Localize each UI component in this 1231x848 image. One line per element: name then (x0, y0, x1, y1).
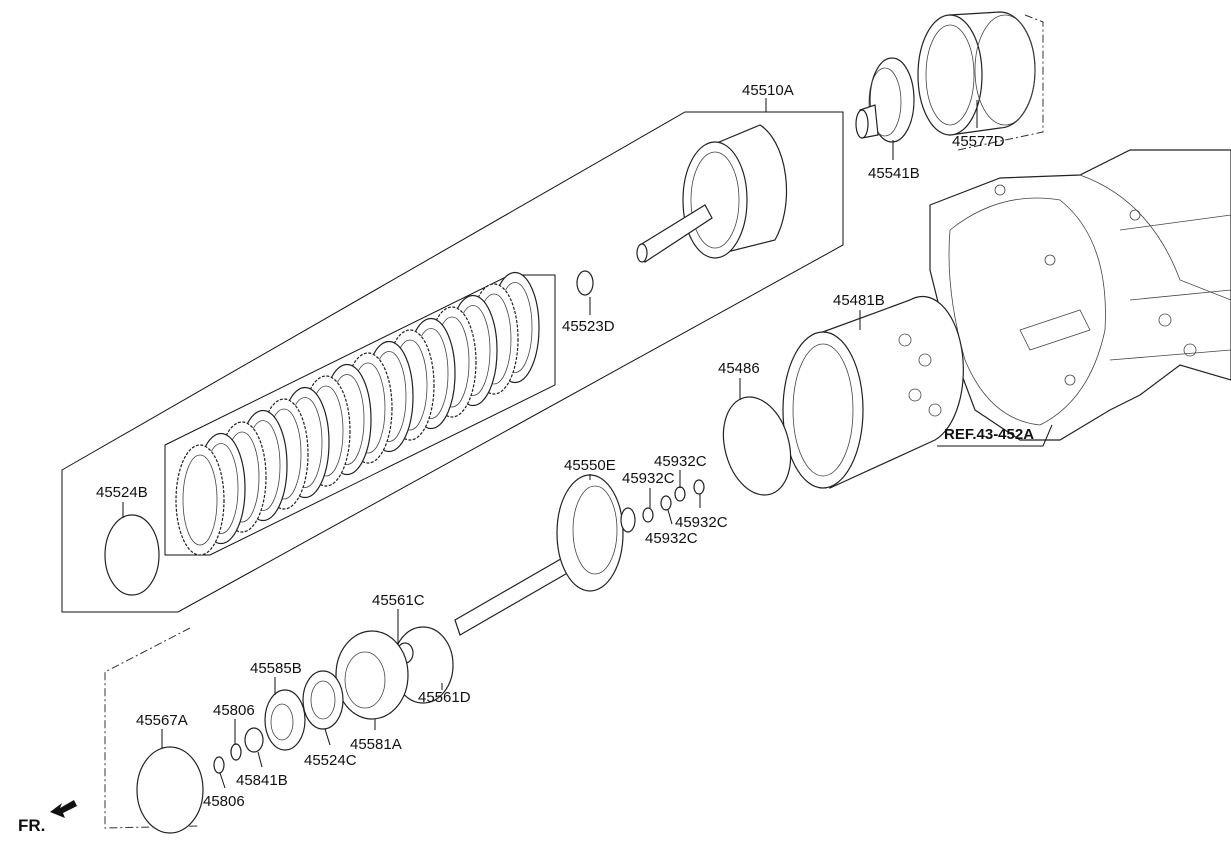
part-45932C-4 (693, 479, 705, 495)
label-45585B: 45585B (250, 660, 302, 677)
part-45541B (855, 57, 915, 143)
part-45510A (636, 124, 788, 263)
part-45524B (104, 514, 160, 596)
part-45524C (302, 670, 344, 730)
part-45806-1 (230, 743, 242, 761)
part-45486 (722, 396, 792, 496)
front-marker-label: FR. (18, 816, 45, 835)
label-45524C: 45524C (304, 752, 357, 769)
label-45932C-2: 45932C (654, 453, 707, 470)
label-45561C: 45561C (372, 592, 425, 609)
part-45806-2 (213, 756, 225, 774)
label-45550E: 45550E (564, 457, 616, 474)
part-45932C-1 (642, 507, 654, 523)
label-45932C-4: 45932C (645, 530, 698, 547)
label-45510A: 45510A (742, 82, 794, 99)
part-45577D (917, 11, 1036, 136)
clutch-plates (175, 271, 540, 556)
label-45523D: 45523D (562, 318, 615, 335)
assembly-frame-45510A (61, 111, 844, 613)
label-45577D: 45577D (952, 133, 1005, 150)
part-45581A (335, 630, 409, 720)
part-45567A (136, 746, 204, 834)
part-45932C-3 (674, 486, 686, 502)
label-45581A: 45581A (350, 736, 402, 753)
part-45841B (244, 727, 264, 753)
label-45567A: 45567A (136, 712, 188, 729)
ref-label: REF.43-452A (944, 426, 1034, 443)
part-45585B (264, 689, 306, 751)
front-arrow-icon (50, 800, 77, 818)
dash-line-top (957, 14, 1044, 151)
label-45541B: 45541B (868, 165, 920, 182)
label-45486: 45486 (718, 360, 760, 377)
label-45806-2: 45806 (203, 793, 245, 810)
part-45481B (782, 295, 964, 489)
label-45932C-1: 45932C (622, 470, 675, 487)
label-45481B: 45481B (833, 292, 885, 309)
label-45524B: 45524B (96, 484, 148, 501)
clutch-plate (175, 444, 225, 556)
clutch-plate-inner (182, 454, 218, 546)
label-45561D: 45561D (418, 689, 471, 706)
leader-lines (122, 98, 1053, 789)
part-45550E (454, 474, 636, 636)
part-45932C-2 (660, 495, 672, 511)
part-45523D (576, 270, 594, 296)
label-45806-1: 45806 (213, 702, 255, 719)
transmission-housing (929, 149, 1231, 441)
label-45932C-3: 45932C (675, 514, 728, 531)
label-45841B: 45841B (236, 772, 288, 789)
